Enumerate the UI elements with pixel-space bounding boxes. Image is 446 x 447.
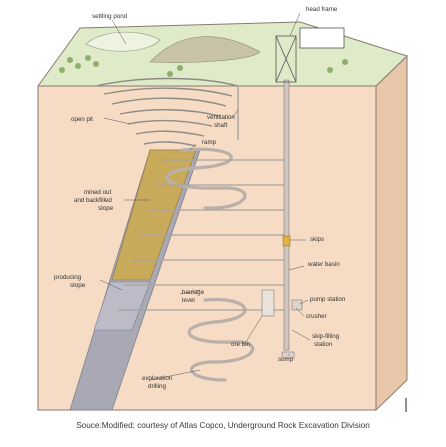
producing-stope-area <box>93 281 151 331</box>
leader-lines <box>99 12 311 381</box>
figure-caption: Souce:Modified; courtesy of Atlas Copco,… <box>76 421 370 430</box>
label-open-pit: open pit <box>71 116 93 123</box>
settling-pond-shape <box>85 31 161 52</box>
main-shaft <box>283 79 290 351</box>
skip <box>282 235 291 247</box>
label-sump: sump <box>278 356 294 363</box>
label-crusher: crusher <box>306 313 327 320</box>
label-water-basin: water basin <box>307 261 340 268</box>
ramp <box>165 147 255 382</box>
hill <box>149 36 261 63</box>
label-haulage-level: haulage level <box>182 289 206 304</box>
label-producing-stope: producing stope <box>54 274 86 289</box>
labels: settling pond head frame open pit ventil… <box>54 6 346 390</box>
open-pit <box>95 77 239 147</box>
label-head-frame: head frame <box>306 6 338 13</box>
label-mined-out-stope: mined out and backfilled stope <box>74 189 114 212</box>
label-exploration-drilling: exploration drilling <box>142 375 174 390</box>
terrain <box>59 31 348 77</box>
sump-shape <box>281 351 295 359</box>
ore-bin-shape <box>261 289 275 317</box>
label-ventilation-shaft: ventilation shaft <box>207 114 237 129</box>
head-frame-structure <box>275 27 345 83</box>
rock-side-face <box>375 54 408 412</box>
label-skip-filling-station: skip-filling station <box>312 333 341 348</box>
label-ore-bin: ore bin <box>231 341 250 348</box>
label-skips: skips <box>310 236 324 243</box>
label-ramp: ramp <box>202 139 217 146</box>
trees <box>59 55 348 77</box>
label-pump-station: pump station <box>310 296 346 303</box>
haulage-levels <box>118 159 285 311</box>
label-settling-pond: settling pond <box>92 13 128 20</box>
crusher-shape <box>291 299 303 311</box>
